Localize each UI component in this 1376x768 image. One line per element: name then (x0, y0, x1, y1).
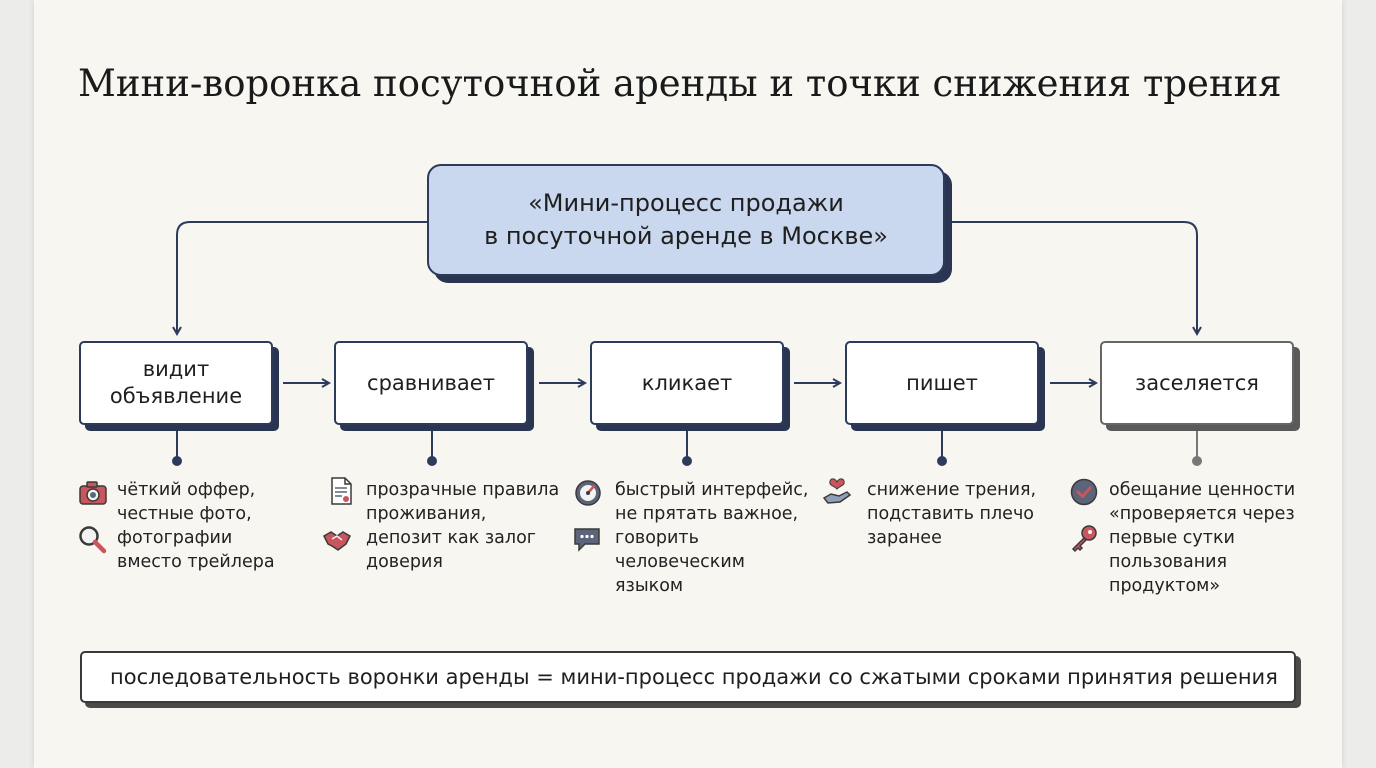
funnel-step-checks-in: заселяется (1100, 341, 1294, 425)
chat-bubble-icon (574, 528, 600, 552)
root-label: «Мини-процесс продажи в посуточной аренд… (484, 189, 888, 250)
magnifier-icon (79, 526, 107, 554)
check-badge-icon (1070, 478, 1098, 506)
key-icon (1071, 525, 1097, 553)
funnel-step-sees-listing: видит объявление (79, 341, 273, 425)
step-label: заселяется (1135, 370, 1259, 395)
step-label: пишет (906, 370, 978, 395)
handshake-icon (323, 531, 351, 551)
step-note-3: быстрый интерфейс, не прятать важное, го… (615, 480, 809, 596)
step-label: сравнивает (367, 370, 495, 395)
step-label: кликает (641, 370, 733, 395)
step-note-4: снижение трения, подставить плечо заране… (867, 480, 1037, 548)
step-label: видит объявление (109, 357, 243, 408)
funnel-step-writes: пишет (845, 341, 1039, 425)
step-note-2: прозрачные правила проживания, депозит к… (366, 480, 560, 572)
document-icon (331, 477, 352, 505)
pin-dot-3 (682, 456, 692, 466)
step-note-1: чёткий оффер, честные фото, фотографии в… (117, 480, 275, 572)
pin-dot-5 (1192, 456, 1202, 466)
funnel-step-clicks: кликает (590, 341, 784, 425)
pin-dot-4 (937, 456, 947, 466)
root-process-box: «Мини-процесс продажи в посуточной аренд… (427, 164, 945, 276)
page-title: Мини-воронка посуточной аренды и точки с… (78, 62, 1282, 105)
pin-dot-2 (427, 456, 437, 466)
summary-text: последовательность воронки аренды = мини… (110, 665, 1278, 689)
funnel-step-compares: сравнивает (334, 341, 528, 425)
camera-icon (79, 481, 107, 505)
connector-root-right (945, 221, 1197, 334)
step-note-5: обещание ценности «проверяется через пер… (1109, 480, 1296, 596)
connector-root-left (177, 221, 427, 334)
pin-dot-1 (172, 456, 182, 466)
speedometer-icon (575, 480, 601, 506)
heart-hand-icon (822, 478, 852, 504)
summary-footer-box: последовательность воронки аренды = мини… (80, 651, 1296, 703)
